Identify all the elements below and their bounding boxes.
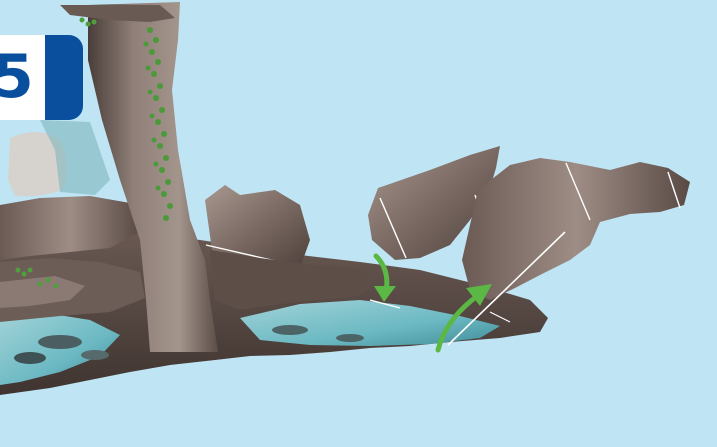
stone — [38, 335, 82, 349]
step-badge-tab — [45, 35, 83, 120]
stone — [272, 325, 308, 335]
stone — [336, 334, 364, 342]
stone — [14, 352, 46, 364]
pillar-top — [60, 5, 175, 22]
stone — [81, 350, 109, 360]
step-badge: 5 — [0, 35, 83, 120]
rock-flap-right-large — [462, 158, 690, 300]
step-number: 5 — [0, 41, 40, 113]
